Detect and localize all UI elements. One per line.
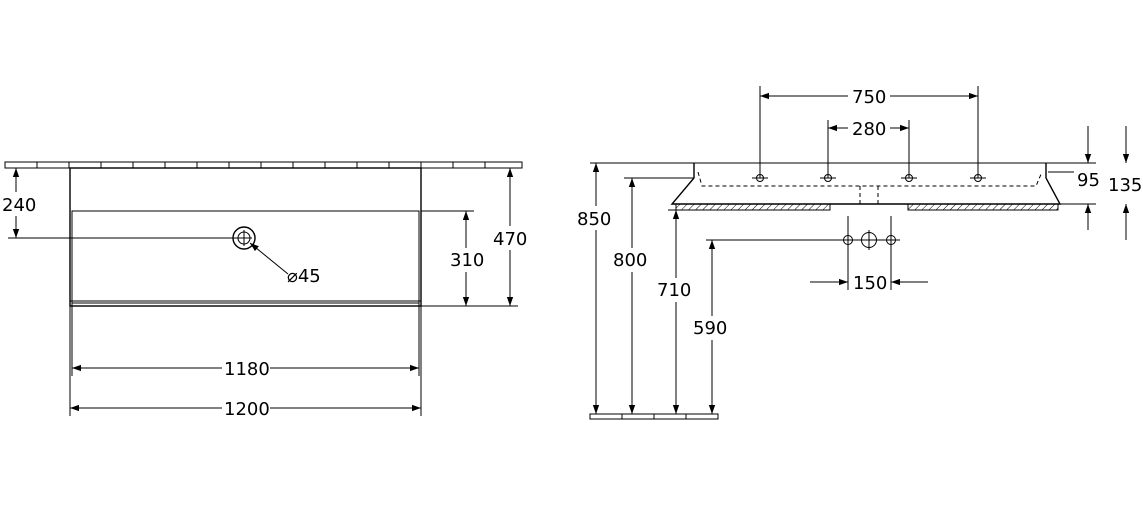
- dim-bowl-depth: 310: [450, 250, 484, 271]
- dim-710-line: [668, 209, 680, 414]
- elevation-view: 750 280 150: [576, 86, 1143, 420]
- countertop-left: [675, 203, 831, 211]
- dim-135: 135: [1108, 175, 1142, 196]
- dim-95: 95: [1077, 170, 1100, 191]
- dim-710: 710: [657, 280, 691, 301]
- floor-strip: [589, 413, 719, 420]
- basin-section: [670, 163, 1096, 205]
- dim-240-line: [8, 168, 238, 239]
- dim-590: 590: [693, 318, 727, 339]
- dim-280: 280: [852, 119, 886, 140]
- basin-outline: [69, 167, 422, 307]
- dim-total-depth: 470: [493, 229, 527, 250]
- plan-view: ⌀45 240 310 470 1180: [0, 161, 530, 420]
- dim-800: 800: [613, 250, 647, 271]
- dim-800-line: [624, 177, 694, 414]
- dim-inner-width: 1180: [224, 359, 270, 380]
- countertop-right: [907, 203, 1059, 211]
- tap-holes-top: [752, 174, 986, 182]
- dim-outer-width: 1200: [224, 399, 270, 420]
- dim-150: 150: [853, 273, 887, 294]
- wall-strip: [4, 161, 523, 169]
- drain-connections: [706, 216, 900, 290]
- dim-tap-hole: ⌀45: [287, 266, 321, 287]
- dim-850: 850: [577, 209, 611, 230]
- dim-tap-offset: 240: [2, 195, 36, 216]
- dim-750: 750: [852, 87, 886, 108]
- tap-hole-leader: [249, 242, 289, 275]
